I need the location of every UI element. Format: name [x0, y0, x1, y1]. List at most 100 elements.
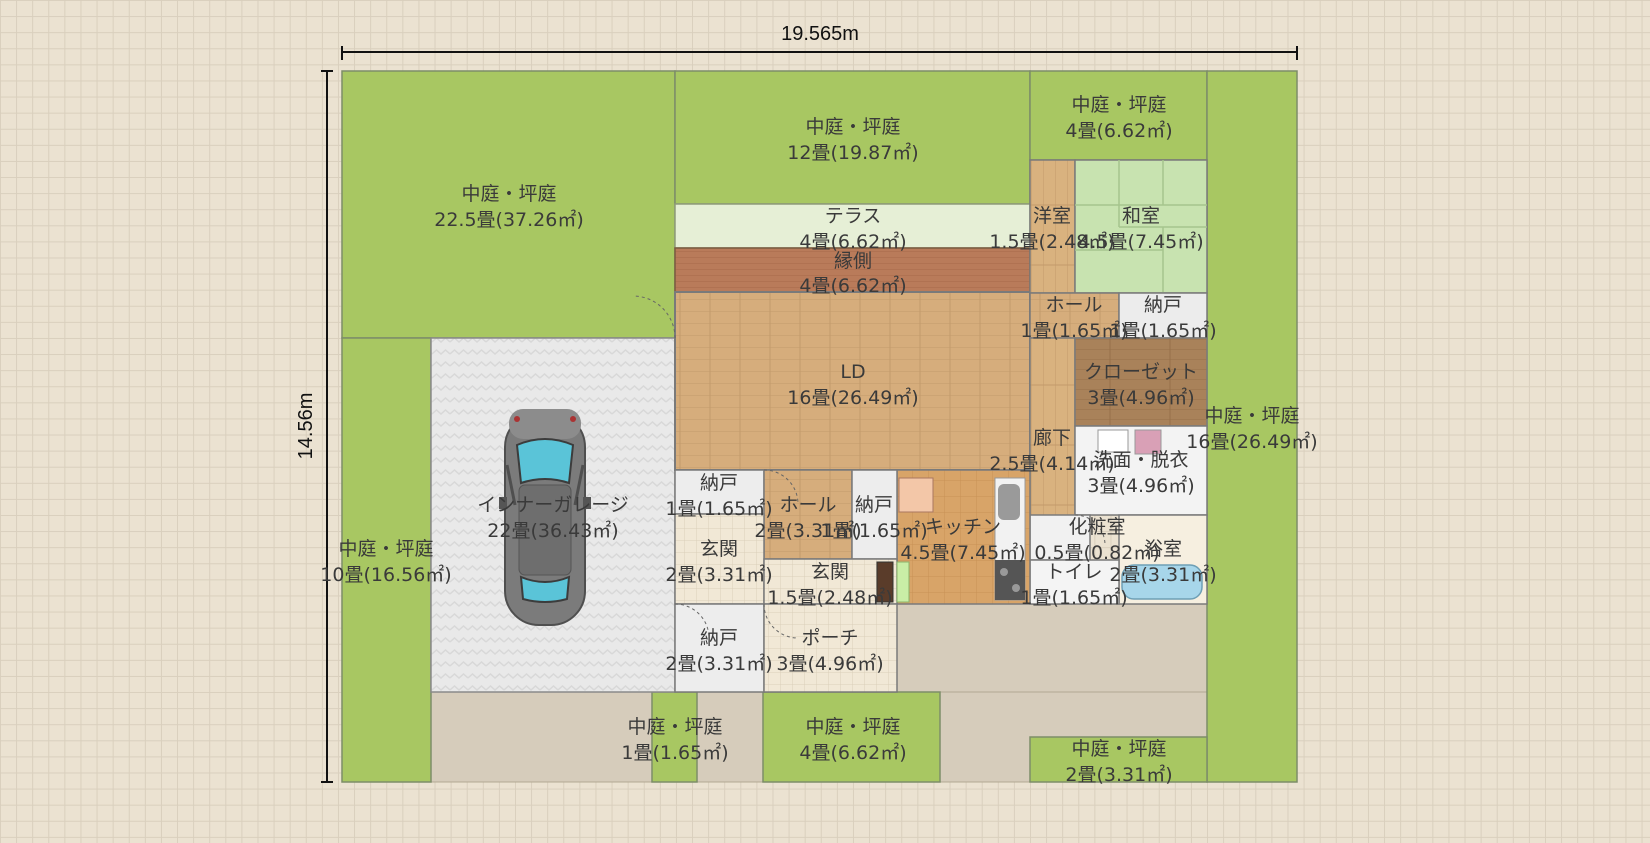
svg-text:化粧室: 化粧室	[1068, 516, 1125, 538]
garden-areas	[341, 70, 1298, 783]
svg-text:納戸: 納戸	[855, 494, 893, 516]
japanese-room-floor	[1074, 159, 1208, 294]
garden-nw-label: 中庭・坪庭 22.5畳(37.26㎡)	[434, 183, 584, 231]
svg-text:2畳(3.31㎡): 2畳(3.31㎡)	[665, 652, 772, 675]
ld-floor	[674, 291, 1031, 471]
kitchen-counter	[898, 477, 1026, 601]
svg-text:玄関: 玄関	[700, 538, 738, 560]
svg-text:インナーガレージ: インナーガレージ	[477, 494, 629, 516]
svg-text:0.5畳(0.82㎡): 0.5畳(0.82㎡)	[1034, 541, 1159, 564]
garden-s2-label: 中庭・坪庭 4畳(6.62㎡)	[799, 716, 906, 764]
storage-s-label: 納戸 2畳(3.31㎡)	[665, 627, 772, 675]
svg-text:中庭・坪庭: 中庭・坪庭	[338, 538, 433, 560]
svg-text:納戸: 納戸	[700, 472, 738, 494]
svg-text:22畳(36.43㎡): 22畳(36.43㎡)	[487, 519, 618, 542]
corridor-label: 廊下 2.5畳(4.14㎡)	[989, 427, 1114, 475]
svg-text:4畳(6.62㎡): 4畳(6.62㎡)	[799, 230, 906, 253]
garden-e	[1206, 70, 1298, 783]
width-dimension: 19.565m	[341, 23, 1298, 60]
porch-floor	[763, 603, 898, 693]
svg-text:10畳(16.56㎡): 10畳(16.56㎡)	[320, 563, 451, 586]
svg-text:納戸: 納戸	[1144, 294, 1182, 316]
svg-text:縁側: 縁側	[834, 250, 872, 272]
svg-text:22.5畳(37.26㎡): 22.5畳(37.26㎡)	[434, 208, 584, 231]
garage-label: インナーガレージ 22畳(36.43㎡)	[477, 494, 629, 542]
svg-text:12畳(19.87㎡): 12畳(19.87㎡)	[787, 141, 918, 164]
garden-e-label: 中庭・坪庭 16畳(26.49㎡)	[1186, 405, 1317, 453]
garden-s2	[762, 691, 941, 783]
room-labels: 中庭・坪庭 22.5畳(37.26㎡) 中庭・坪庭 12畳(19.87㎡) 中庭・坪…	[320, 94, 1317, 786]
svg-text:トイレ: トイレ	[1045, 561, 1102, 583]
svg-text:中庭・坪庭: 中庭・坪庭	[1071, 738, 1166, 760]
svg-text:廊下: 廊下	[1033, 427, 1071, 449]
svg-text:4.5畳(7.45㎡): 4.5畳(7.45㎡)	[1078, 230, 1203, 253]
svg-text:クローゼット: クローゼット	[1084, 361, 1198, 383]
svg-text:1畳(1.65㎡): 1畳(1.65㎡)	[621, 741, 728, 764]
storage-w-floor	[674, 469, 765, 515]
svg-text:3畳(4.96㎡): 3畳(4.96㎡)	[1087, 386, 1194, 409]
svg-text:浴室: 浴室	[1144, 538, 1182, 560]
sink-icon	[1097, 429, 1162, 455]
svg-text:1.5畳(2.48㎡): 1.5畳(2.48㎡)	[767, 586, 892, 609]
svg-text:1畳(1.65㎡): 1畳(1.65㎡)	[1020, 586, 1127, 609]
svg-text:2.5畳(4.14㎡): 2.5畳(4.14㎡)	[989, 452, 1114, 475]
svg-text:中庭・坪庭: 中庭・坪庭	[461, 183, 556, 205]
svg-text:中庭・坪庭: 中庭・坪庭	[627, 716, 722, 738]
svg-text:16畳(26.49㎡): 16畳(26.49㎡)	[1186, 430, 1317, 453]
western-room-floor	[1029, 159, 1076, 294]
svg-text:キッチン: キッチン	[925, 516, 1001, 538]
entrance-c-label: 玄関1.5畳(2.48㎡)	[767, 561, 892, 609]
svg-text:洗面・脱衣: 洗面・脱衣	[1093, 449, 1188, 471]
svg-text:2畳(3.31㎡): 2畳(3.31㎡)	[1065, 763, 1172, 786]
garden-s1-label: 中庭・坪庭 1畳(1.65㎡)	[621, 716, 728, 764]
svg-text:テラス: テラス	[825, 205, 882, 227]
toilet-floor	[1029, 559, 1120, 605]
svg-text:3畳(4.96㎡): 3畳(4.96㎡)	[1087, 474, 1194, 497]
terrace-label: テラス 4畳(6.62㎡)	[799, 205, 906, 253]
hall-n-label: ホール 1畳(1.65㎡)	[1020, 294, 1127, 342]
height-dimension-label: 14.56m	[295, 393, 317, 460]
washroom-label: 洗面・脱衣 3畳(4.96㎡)	[1087, 449, 1194, 497]
closet-floor	[1074, 337, 1208, 427]
svg-text:中庭・坪庭: 中庭・坪庭	[1071, 94, 1166, 116]
svg-text:LD: LD	[840, 361, 865, 383]
svg-text:納戸: 納戸	[700, 627, 738, 649]
garden-ne	[1029, 70, 1208, 161]
storage-s-floor	[674, 603, 765, 693]
svg-text:2畳(3.31㎡): 2畳(3.31㎡)	[754, 519, 861, 542]
entrance-c-floor	[763, 558, 898, 605]
garden-s3	[1029, 736, 1208, 783]
svg-text:4畳(6.62㎡): 4畳(6.62㎡)	[799, 741, 906, 764]
svg-text:ホール: ホール	[1045, 294, 1102, 316]
hall-s-label: ホール 2畳(3.31㎡)	[754, 494, 861, 542]
svg-text:洋室: 洋室	[1033, 205, 1071, 227]
garden-w	[341, 337, 432, 783]
powder-room-label: 化粧室 0.5畳(0.82㎡)	[1034, 516, 1159, 564]
svg-text:3畳(4.96㎡): 3畳(4.96㎡)	[776, 652, 883, 675]
shoe-cabinet	[876, 561, 894, 603]
powder-room-floor	[1029, 514, 1091, 561]
width-dimension-label: 19.565m	[781, 23, 859, 45]
height-dimension: 14.56m	[295, 70, 333, 783]
engawa-floor	[674, 247, 1031, 293]
svg-text:1.5畳(2.48㎡): 1.5畳(2.48㎡)	[989, 230, 1114, 253]
bathtub	[1121, 564, 1203, 600]
garden-s3-label: 中庭・坪庭 2畳(3.31㎡)	[1065, 738, 1172, 786]
svg-text:中庭・坪庭: 中庭・坪庭	[805, 716, 900, 738]
garden-s1	[651, 691, 698, 783]
svg-text:1畳(1.65㎡): 1畳(1.65㎡)	[1020, 319, 1127, 342]
svg-text:ホール: ホール	[779, 494, 836, 516]
svg-text:中庭・坪庭: 中庭・坪庭	[1204, 405, 1299, 427]
garden-n	[674, 70, 1031, 205]
garden-w-label: 中庭・坪庭 10畳(16.56㎡)	[320, 538, 451, 586]
hall-n-floor	[1029, 292, 1120, 339]
svg-text:16畳(26.49㎡): 16畳(26.49㎡)	[787, 386, 918, 409]
